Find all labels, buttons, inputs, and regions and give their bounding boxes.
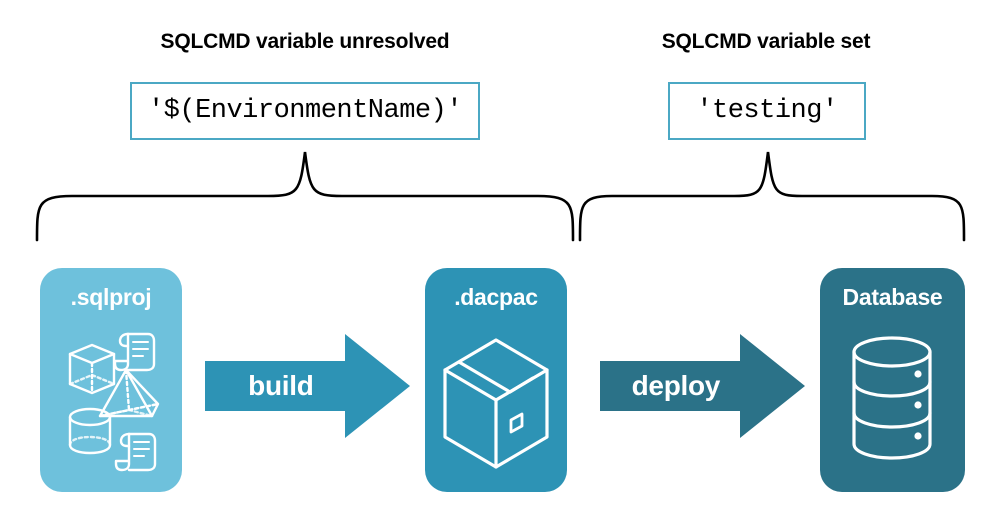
cylinder-icon <box>68 407 112 455</box>
heading-sqlcmd-variable-unresolved: SQLCMD variable unresolved <box>160 30 450 53</box>
stage-label-dacpac: .dacpac <box>454 284 538 310</box>
value-box-testing: 'testing' <box>668 82 866 140</box>
stage-box-sqlproj: .sqlproj <box>40 268 182 492</box>
arrow-build-shape <box>205 334 410 438</box>
stage-box-database: Database <box>820 268 965 492</box>
script-scroll-icon-top <box>113 332 156 372</box>
package-box-icon <box>443 338 549 469</box>
stage-label-sqlproj: .sqlproj <box>70 284 152 310</box>
shapes-and-scripts-icon <box>68 332 160 472</box>
arrow-deploy: deploy <box>600 334 805 438</box>
heading-sqlcmd-variable-set: SQLCMD variable set <box>661 30 871 53</box>
cube-icon <box>68 343 116 395</box>
arrow-deploy-shape <box>600 334 805 438</box>
stage-label-database: Database <box>842 284 943 310</box>
value-box-environment-name: '$(EnvironmentName)' <box>130 82 480 140</box>
stage-box-dacpac: .dacpac <box>425 268 567 492</box>
brace-left <box>35 151 575 242</box>
arrow-build: build <box>205 334 410 438</box>
database-cylinder-icon <box>852 336 932 460</box>
brace-right <box>578 151 966 242</box>
pyramid-icon <box>98 368 160 418</box>
database-status-dots <box>914 370 922 440</box>
script-scroll-icon-bottom <box>114 432 157 472</box>
